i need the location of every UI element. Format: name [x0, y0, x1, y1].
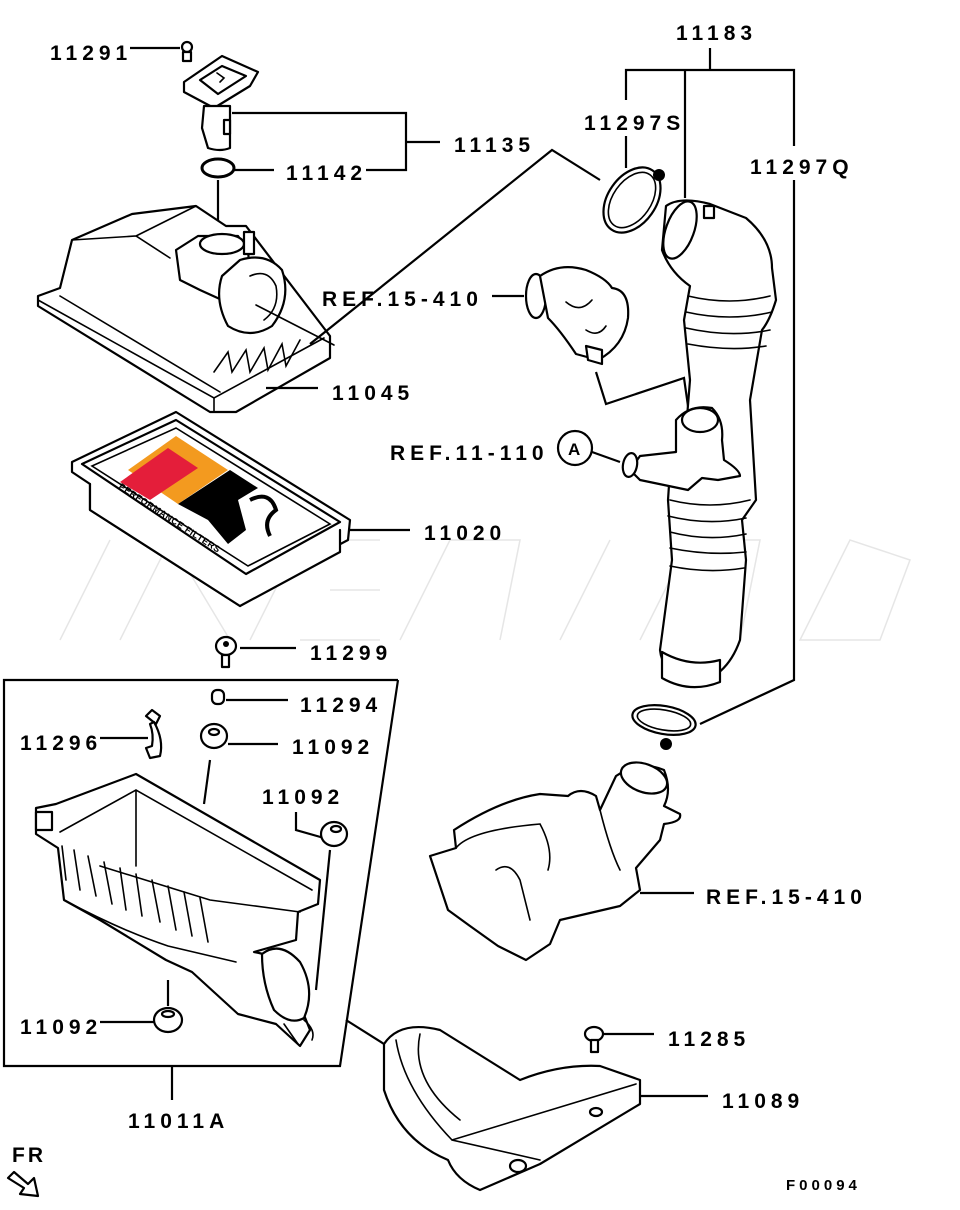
- part-11092-grommet-c[interactable]: [152, 1006, 184, 1034]
- part-11092-grommet-a[interactable]: [199, 722, 229, 750]
- callout-letter-a: A: [568, 440, 580, 459]
- part-11089-air-duct[interactable]: [382, 1026, 642, 1192]
- guide-11092-a: [202, 759, 212, 805]
- label-11183[interactable]: 11183: [676, 22, 757, 45]
- leader-11297q: [699, 180, 796, 725]
- direction-marker-label: FR: [12, 1144, 46, 1167]
- leader-ref-15-410-top-bracket: [309, 148, 601, 345]
- part-11011a-air-cleaner-housing[interactable]: [34, 772, 322, 1048]
- label-11092-a[interactable]: 11092: [292, 736, 374, 759]
- label-11285[interactable]: 11285: [668, 1028, 750, 1051]
- label-11011a[interactable]: 11011A: [128, 1110, 229, 1133]
- part-11092-grommet-b[interactable]: [319, 820, 349, 848]
- label-11291[interactable]: 11291: [50, 42, 132, 65]
- group-frame-11011a: [2, 678, 400, 1068]
- leader-ref-11-110: [591, 450, 621, 464]
- label-11294[interactable]: 11294: [300, 694, 382, 717]
- part-11291-screw[interactable]: [180, 40, 194, 63]
- part-11299-bolt[interactable]: [214, 635, 238, 669]
- label-11092-c[interactable]: 11092: [20, 1016, 102, 1039]
- part-resonator-ref-15-410[interactable]: [524, 265, 630, 366]
- callout-circle-a: [556, 429, 594, 467]
- label-11297s[interactable]: 11297S: [584, 112, 685, 135]
- guide-resonator: [594, 371, 692, 421]
- label-ref-11-110[interactable]: REF.11-110: [390, 442, 549, 465]
- label-11142[interactable]: 11142: [286, 162, 367, 185]
- leader-11092-b: [294, 812, 325, 840]
- label-11297q[interactable]: 11297Q: [750, 156, 854, 179]
- part-11135-airflow-sensor[interactable]: [182, 54, 260, 152]
- label-ref-15-410-top[interactable]: REF.15-410: [322, 288, 483, 311]
- part-11045-air-cleaner-cover[interactable]: [36, 204, 335, 414]
- label-11296[interactable]: 11296: [20, 732, 102, 755]
- label-11299[interactable]: 11299: [310, 642, 392, 665]
- part-11285-clip[interactable]: [583, 1025, 605, 1054]
- part-11142-o-ring[interactable]: [200, 157, 236, 179]
- part-hose-branch-port[interactable]: [621, 406, 742, 492]
- label-11092-b[interactable]: 11092: [262, 786, 344, 809]
- part-11296-clip[interactable]: [144, 708, 163, 760]
- part-11297s-hose-clamp[interactable]: [592, 157, 673, 244]
- label-ref-15-410-bottom[interactable]: REF.15-410: [706, 886, 867, 909]
- front-direction-arrow-icon: [6, 1170, 40, 1198]
- guide-housing-duct: [345, 1019, 385, 1045]
- figure-code: F00094: [786, 1177, 861, 1194]
- part-intake-assembly-ref-15-410[interactable]: [428, 757, 682, 962]
- label-11089[interactable]: 11089: [722, 1090, 804, 1113]
- label-11045[interactable]: 11045: [332, 382, 414, 405]
- guide-11092-b: [314, 849, 332, 991]
- part-11020-air-filter[interactable]: PERFORMANCE FILTERS: [70, 410, 352, 608]
- label-11135[interactable]: 11135: [454, 134, 535, 157]
- part-11294-collar[interactable]: [210, 688, 226, 706]
- part-11297q-hose-clamp[interactable]: [630, 701, 698, 750]
- label-11020[interactable]: 11020: [424, 522, 506, 545]
